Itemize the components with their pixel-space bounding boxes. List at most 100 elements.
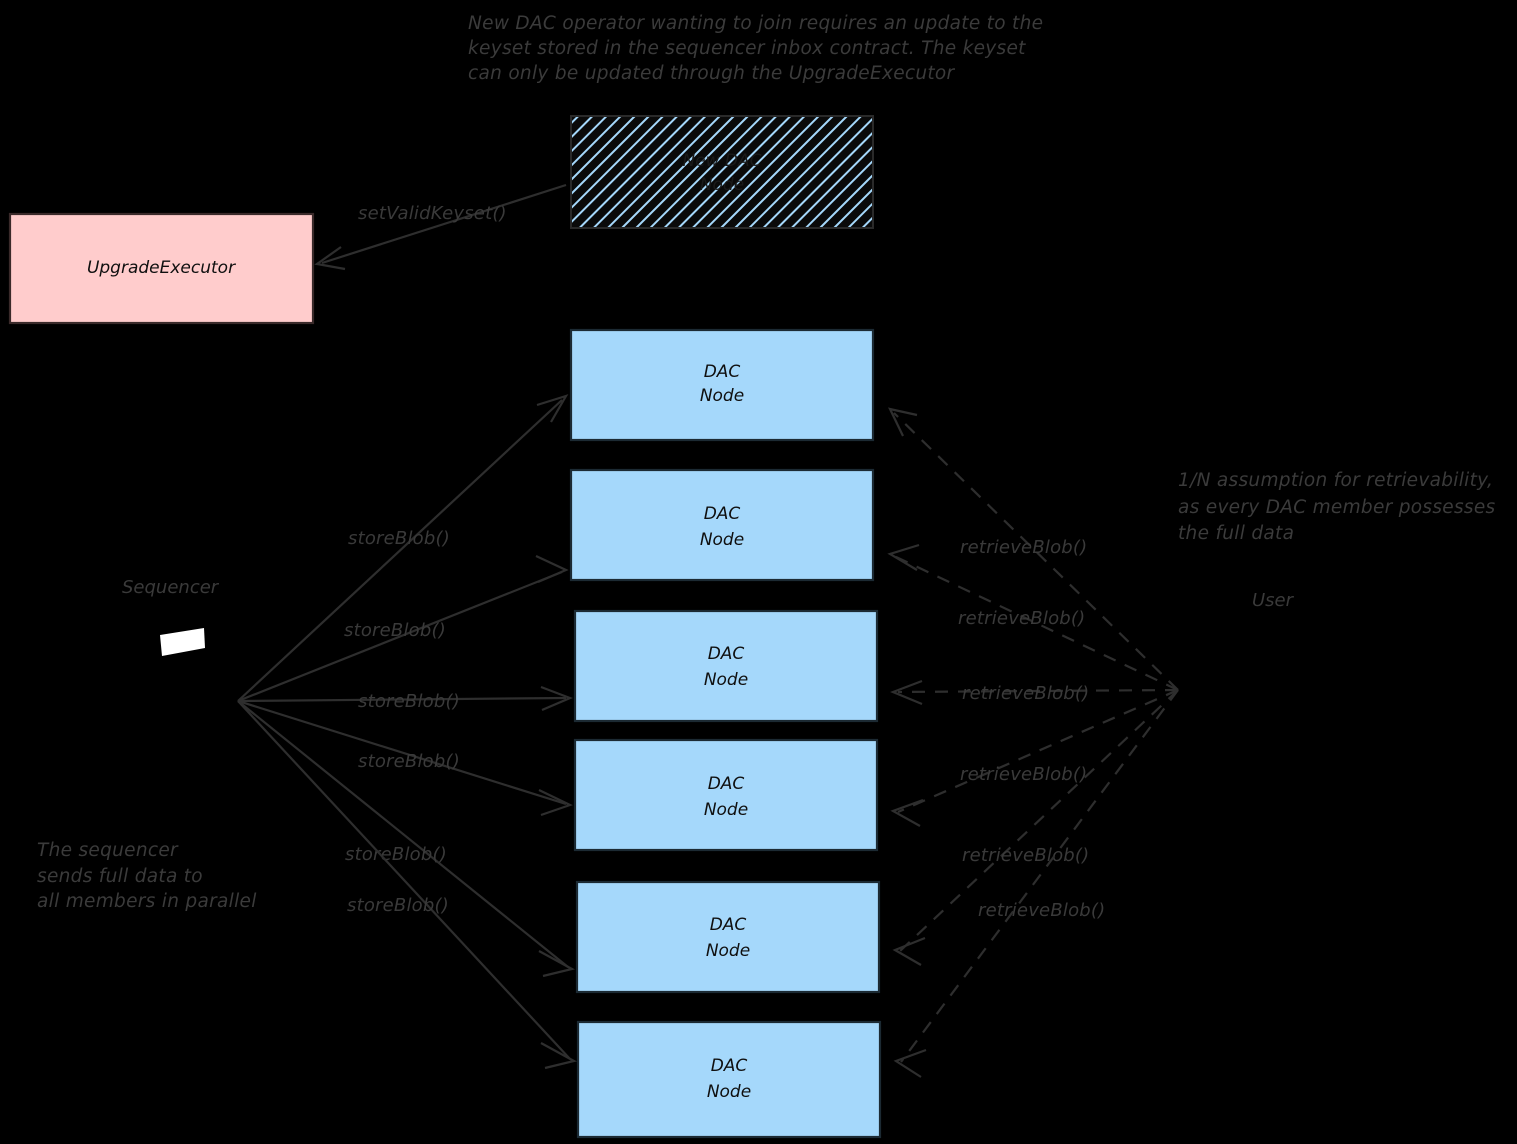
store-blob-2-arrowhead <box>535 555 569 584</box>
edge-retrieve-blob-6: retrieveBlob() <box>893 689 1179 1078</box>
store-blob-3-label: storeBlob() <box>358 691 460 712</box>
store-blob-1-label: storeBlob() <box>348 528 450 549</box>
edge-store-blob-3: storeBlob() <box>237 685 573 712</box>
dac-node-2[interactable]: DAC Node <box>569 468 875 582</box>
store-blob-6-arrowhead <box>540 1042 578 1070</box>
retrieve-blob-2-label: retrieveBlob() <box>958 608 1085 629</box>
dac-node-5-rect[interactable] <box>575 880 881 994</box>
store-blob-3-line <box>237 696 567 703</box>
sequencer-note-line-2: sends full data to <box>37 866 203 887</box>
retrieve-blob-6-line <box>900 689 1179 1063</box>
dac-node-1-label-line2: Node <box>700 386 744 406</box>
sequencer-icon[interactable] <box>160 628 205 656</box>
dac-node-3[interactable]: DAC Node <box>573 609 879 723</box>
edge-store-blob-6: storeBlob() <box>237 700 578 1070</box>
dac-node-5-label-line1: DAC <box>710 915 747 935</box>
store-blob-4-arrowhead <box>538 789 573 817</box>
dac-node-3-rect[interactable] <box>573 609 879 723</box>
keyset-note-line-2: keyset stored in the sequencer inbox con… <box>468 38 1026 59</box>
store-blob-2-line <box>237 570 563 703</box>
retrieve-blob-2-line <box>893 555 1179 691</box>
retrieve-blob-5-line <box>899 689 1179 952</box>
retrieve-blob-1-label: retrieveBlob() <box>960 537 1087 558</box>
dac-node-5-label-line2: Node <box>706 941 750 961</box>
store-blob-3-arrowhead <box>540 685 573 712</box>
sequencer-note-line-1: The sequencer <box>37 840 179 861</box>
dac-node-6[interactable]: DAC Node <box>576 1020 882 1139</box>
edge-store-blob-5: storeBlob() <box>237 700 576 978</box>
dac-node-1[interactable]: DAC Node <box>569 328 875 442</box>
retrieve-blob-2-arrowhead <box>887 543 920 571</box>
sequencer-note: The sequencer sends full data to all mem… <box>37 840 257 912</box>
retrieve-blob-6-label: retrieveBlob() <box>978 900 1105 921</box>
edge-store-blob-2: storeBlob() <box>237 555 569 703</box>
new-dac-node-label-line1: New DAC <box>682 151 761 171</box>
store-blob-4-label: storeBlob() <box>358 751 460 772</box>
retrieve-blob-5-arrowhead <box>892 936 926 966</box>
retrieve-blob-1-line <box>893 412 1179 691</box>
dac-node-4-rect[interactable] <box>573 738 879 852</box>
retrieve-blob-4-line <box>897 688 1179 814</box>
retrievability-note-line-1: 1/N assumption for retrievability, <box>1178 470 1493 491</box>
store-blob-6-line <box>237 700 571 1060</box>
retrieve-blob-4-arrowhead <box>890 798 924 827</box>
dac-node-4-label-line1: DAC <box>708 774 745 794</box>
upgrade-executor-rect[interactable] <box>8 212 315 325</box>
retrieve-blob-5-label: retrieveBlob() <box>962 845 1089 866</box>
set-valid-keyset-line <box>321 183 567 265</box>
retrieve-blob-6-arrowhead <box>893 1048 927 1078</box>
dac-node-3-label-line2: Node <box>704 670 748 690</box>
dac-node-2-label-line2: Node <box>700 530 744 550</box>
new-dac-node-rect[interactable] <box>570 115 874 229</box>
keyset-note: New DAC operator wanting to join require… <box>468 13 1043 84</box>
sequencer-actor[interactable]: Sequencer <box>122 577 220 656</box>
keyset-note-line-1: New DAC operator wanting to join require… <box>468 13 1043 34</box>
store-blob-1-arrowhead <box>536 394 569 423</box>
dac-node-1-rect[interactable] <box>569 328 875 442</box>
sequencer-label: Sequencer <box>122 577 220 598</box>
user-actor[interactable]: User <box>1252 590 1295 611</box>
dac-node-6-rect[interactable] <box>576 1020 882 1139</box>
dac-node-2-label-line1: DAC <box>704 504 741 524</box>
set-valid-keyset-arrowhead <box>314 246 346 271</box>
store-blob-5-label: storeBlob() <box>345 844 447 865</box>
dac-node-4-label-line2: Node <box>704 800 748 820</box>
edge-retrieve-blob-2: retrieveBlob() <box>887 543 1179 691</box>
upgrade-executor-box[interactable]: UpgradeExecutor <box>8 212 315 325</box>
retrieve-blob-3-label: retrieveBlob() <box>962 683 1089 704</box>
dac-node-5[interactable]: DAC Node <box>575 880 881 994</box>
store-blob-4-line <box>237 699 567 806</box>
upgrade-executor-label: UpgradeExecutor <box>87 258 236 278</box>
new-dac-node-label-line2: Node <box>700 175 744 195</box>
edge-retrieve-blob-1: retrieveBlob() <box>888 407 1179 691</box>
retrieve-blob-1-arrowhead <box>888 407 918 437</box>
store-blob-5-arrowhead <box>538 950 576 978</box>
edge-store-blob-4: storeBlob() <box>237 699 573 817</box>
dac-node-6-label-line2: Node <box>707 1082 751 1102</box>
retrievability-note-line-3: the full data <box>1178 523 1294 544</box>
store-blob-6-label: storeBlob() <box>347 895 449 916</box>
edge-retrieve-blob-3: retrieveBlob() <box>890 679 1179 706</box>
store-blob-2-label: storeBlob() <box>344 620 446 641</box>
retrieve-blob-4-label: retrieveBlob() <box>960 764 1087 785</box>
retrievability-note: 1/N assumption for retrievability, as ev… <box>1178 470 1496 544</box>
edge-retrieve-blob-4: retrieveBlob() <box>890 688 1179 827</box>
set-valid-keyset-label: setValidKeyset() <box>358 203 507 224</box>
new-dac-node-box[interactable]: New DAC Node <box>570 115 874 229</box>
dac-node-2-rect[interactable] <box>569 468 875 582</box>
edge-store-blob-1: storeBlob() <box>237 394 569 702</box>
user-label: User <box>1252 590 1295 611</box>
retrieve-blob-3-arrowhead <box>890 679 923 706</box>
dac-node-3-label-line1: DAC <box>708 644 745 664</box>
edge-retrieve-blob-5: retrieveBlob() <box>892 689 1179 966</box>
retrievability-note-line-2: as every DAC member possesses <box>1178 497 1496 518</box>
sequencer-note-line-3: all members in parallel <box>37 891 257 912</box>
edge-set-valid-keyset: setValidKeyset() <box>314 183 567 271</box>
dac-node-6-label-line1: DAC <box>711 1056 748 1076</box>
store-blob-1-line <box>237 399 563 702</box>
retrieve-blob-3-line <box>897 688 1179 694</box>
dac-node-4[interactable]: DAC Node <box>573 738 879 852</box>
keyset-note-line-3: can only be updated through the UpgradeE… <box>468 63 956 84</box>
